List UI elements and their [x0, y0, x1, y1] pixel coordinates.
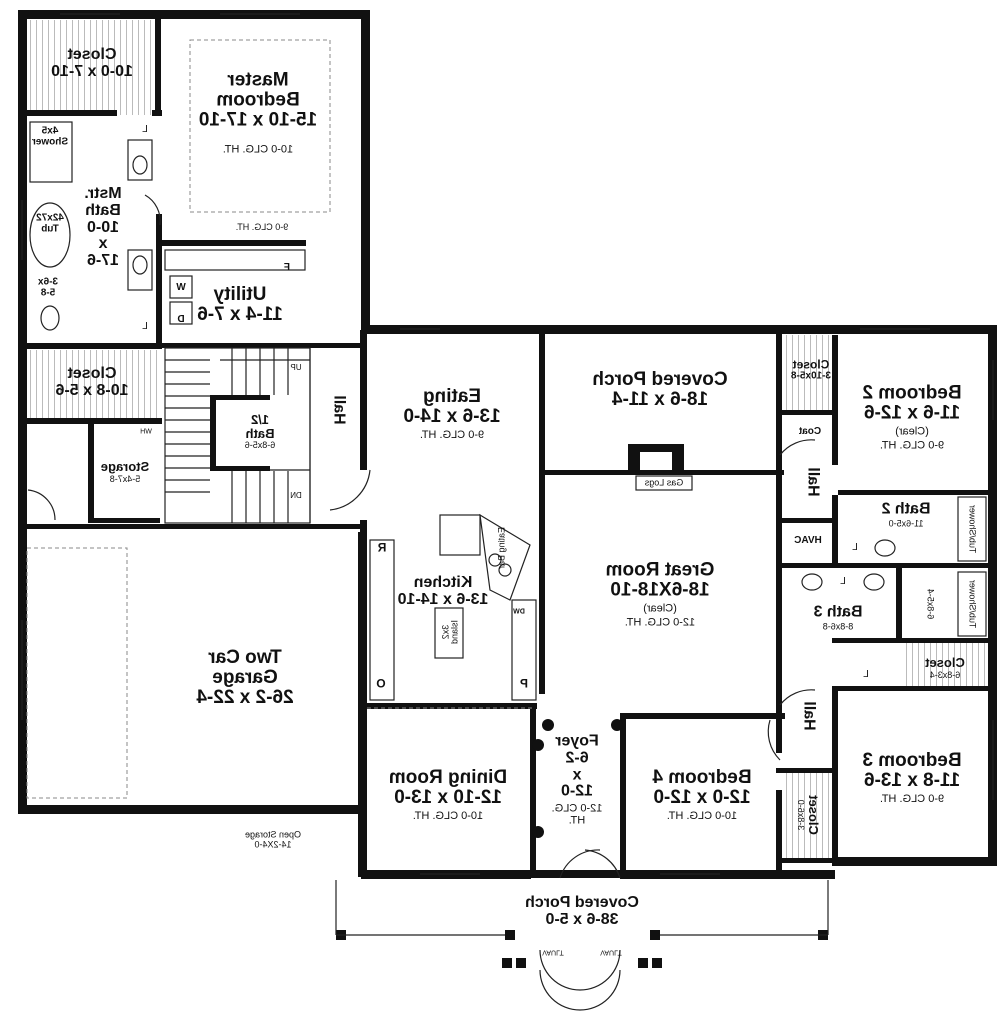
closet-bed4-hatch — [786, 772, 834, 862]
hvac-label: HVAC — [794, 534, 822, 546]
coat-label: Coat — [798, 425, 822, 437]
hall-right-top-label: Hall — [804, 467, 822, 497]
stairs-dn-label: DN — [290, 490, 302, 500]
kitchen-label: Kitchen 13-6 x 14-10 — [397, 574, 489, 608]
bedroom4-label: Bedroom 4 12-0 x 12-0 10-0 CLG. HT. — [652, 766, 752, 822]
closet-bed2-label: Closet 3-10x5-8 — [790, 357, 832, 382]
master-bedroom-label: Master Bedroom 15-10 x 17-10 10-0 CLG. H… — [198, 69, 318, 156]
closet-master-label: Closet 10-0 x 7-10 — [51, 46, 133, 80]
linen-label-3: L — [852, 541, 858, 553]
vault-label-right: VAULT — [600, 948, 622, 956]
covered-porch-back-label: Covered Porch 18-6 x 11-4 — [592, 369, 728, 410]
foyer-label: Foyer 6-2 x 12-0 12-0 CLG. HT. — [551, 732, 603, 827]
freezer-label: F — [283, 261, 291, 273]
bath3-label: Bath 3 8-8x6-8 — [813, 603, 863, 632]
tub-shower-1-label: Tub/Shower — [967, 504, 978, 554]
closet-bed4-label: Closet 3-8x6-0 — [796, 795, 822, 835]
gas-logs-label: Gas Logs — [644, 477, 684, 488]
linen-label-5: L — [863, 668, 869, 680]
master-tray-ceiling — [189, 39, 331, 213]
great-room-label: Great Room 18-6X18-10 (Clear) 12-0 CLG. … — [605, 559, 715, 629]
garage-door-dashed — [26, 547, 128, 799]
eating-bar-label: Eating Bar — [496, 526, 507, 570]
oven-label: O — [376, 676, 386, 691]
dining-room-label: Dining Room 12-10 x 13-0 10-0 CLG. HT. — [388, 766, 508, 822]
dryer-label: D — [177, 313, 185, 325]
storage-label: Storage 5-4x7-8 — [100, 458, 150, 484]
door-swings — [27, 194, 816, 879]
closet-master-hatch — [28, 20, 156, 115]
tub-shower-2-label: Tub/Shower — [967, 579, 978, 629]
closet-bed2-hatch — [784, 335, 840, 413]
closet-bed3-hatch — [902, 642, 990, 686]
shower-master-label: 4x5 Shower — [31, 125, 69, 148]
utility-label: Utility 11-4 x 7-6 — [197, 284, 283, 325]
closet-lower-label: Closet 10-8 x 5-6 — [55, 365, 129, 399]
bath3-tub-label: 6-8x5-4 — [925, 588, 936, 620]
garage-label: Two Car Garage 26-2 x 22-4 — [196, 647, 294, 708]
open-storage-label: Open Storage 14-2X4-0 — [244, 829, 302, 850]
bedroom3-label: Bedroom 3 11-8 x 13-6 9-0 CLG. HT. — [862, 749, 962, 805]
front-porch — [335, 880, 829, 1011]
half-bath-label: 1/2 Bath 6-8x5-6 — [244, 412, 276, 451]
linen-label-1: L — [142, 123, 148, 135]
range-label: R — [377, 540, 387, 555]
window-lines — [21, 13, 994, 875]
outer-walls — [18, 10, 997, 879]
interior-walls — [27, 19, 988, 873]
bedroom2-label: Bedroom 2 11-6 x 12-6 (Clear) 9-0 CLG. H… — [862, 382, 962, 452]
eating-label: Eating 13-6 x 14-0 9-0 CLG. HT. — [403, 385, 501, 441]
closet-lower-hatch — [28, 350, 158, 418]
master-bedroom-ceiling2: 9-0 CLG. HT. — [235, 221, 289, 232]
hall-left-label: Hall — [330, 395, 348, 425]
tub-master-label: 42x72 Tub — [36, 212, 64, 235]
wc-master-label: 3-6x 5-8 — [37, 276, 59, 299]
closet-bed3-label: Closet 6-8x3-4 — [925, 654, 965, 680]
mstr-bath-label: Mstr. Bath 10-0 x 17-6 — [84, 185, 122, 270]
island-label: 3x2 Island — [440, 619, 460, 645]
hall-right-bottom-label: Hall — [800, 701, 818, 731]
water-heater-label: WH — [140, 428, 152, 436]
linen-label-2: L — [142, 320, 148, 332]
bath2-label: Bath 2 11-6x5-0 — [881, 500, 931, 529]
dishwasher-label: DW — [513, 608, 525, 616]
stairs — [164, 347, 311, 524]
linen-label-4: L — [840, 575, 846, 587]
stairs-up-label: UP — [290, 362, 302, 372]
vault-label-left: VAULT — [542, 948, 564, 956]
covered-porch-front-label: Covered Porch 38-6 x 5-0 — [525, 894, 639, 928]
pantry-label: P — [519, 676, 529, 691]
washer-label: W — [176, 281, 186, 293]
